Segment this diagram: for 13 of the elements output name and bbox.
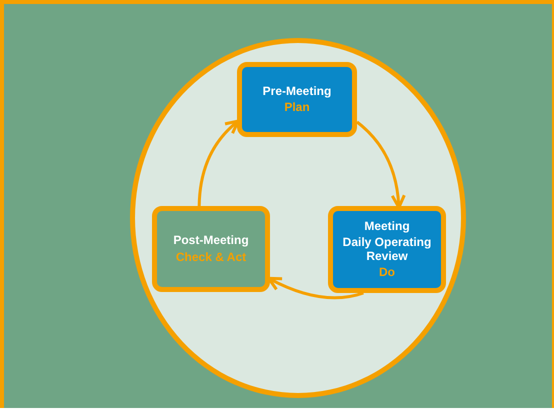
- process-box: [328, 206, 446, 293]
- step-title: Daily Operating Review: [342, 236, 432, 263]
- step-title: Pre-Meeting: [262, 84, 332, 98]
- process-box: [152, 206, 270, 292]
- phase-label: Plan: [284, 101, 310, 114]
- curved-arrow: [356, 120, 406, 209]
- phase-label: Do: [379, 266, 395, 279]
- step-title: Post-Meeting: [173, 234, 249, 248]
- curved-arrow: [267, 276, 364, 300]
- process-box: [237, 62, 357, 137]
- phase-label: Check & Act: [176, 250, 246, 264]
- curved-arrow: [198, 120, 240, 206]
- step-title: Meeting: [364, 220, 410, 234]
